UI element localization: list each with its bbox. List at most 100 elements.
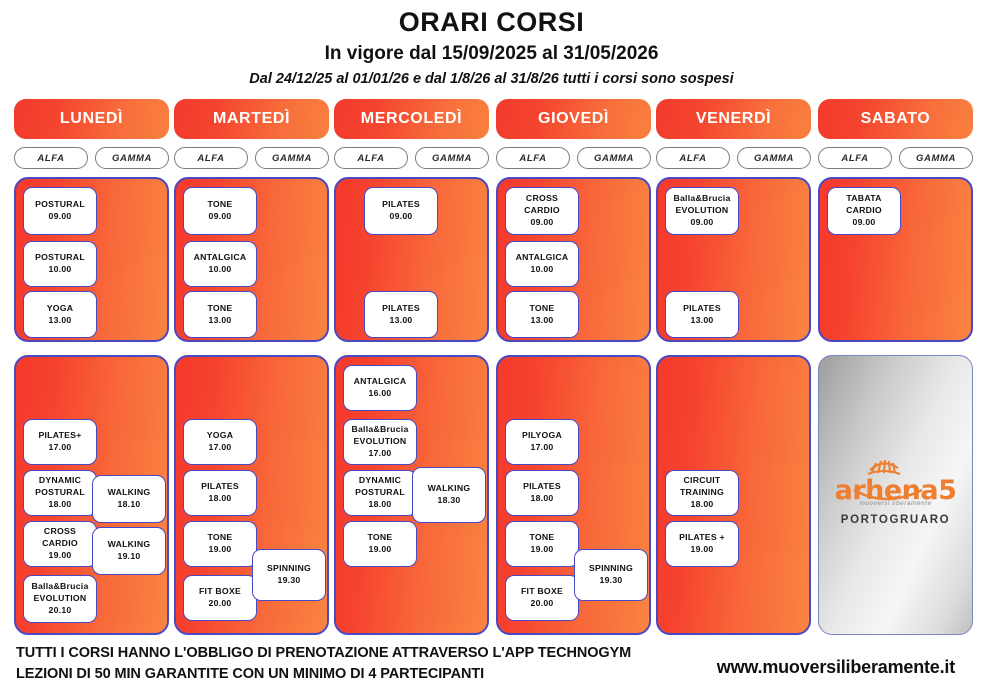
class-name: TABATA CARDIO bbox=[846, 193, 882, 216]
day-header[interactable]: GIOVEDÌ bbox=[496, 99, 651, 139]
class-name: ANTALGICA bbox=[515, 252, 569, 263]
room-tab-gamma[interactable]: GAMMA bbox=[899, 147, 973, 169]
room-tab-gamma[interactable]: GAMMA bbox=[577, 147, 651, 169]
class-name: SPINNING bbox=[589, 563, 633, 574]
class-card[interactable]: PILATES+17.00 bbox=[23, 419, 97, 465]
class-name: PILATES + bbox=[679, 532, 725, 543]
day-header[interactable]: VENERDÌ bbox=[656, 99, 811, 139]
page-header: ORARI CORSI In vigore dal 15/09/2025 al … bbox=[0, 0, 983, 88]
room-tab-alfa[interactable]: ALFA bbox=[14, 147, 88, 169]
room-tab-alfa[interactable]: ALFA bbox=[174, 147, 248, 169]
class-time: 09.00 bbox=[852, 216, 876, 227]
room-tab-gamma[interactable]: GAMMA bbox=[737, 147, 811, 169]
room-tab-alfa[interactable]: ALFA bbox=[496, 147, 570, 169]
validity-period: In vigore dal 15/09/2025 al 31/05/2026 bbox=[324, 43, 659, 65]
arhena-logo-icon bbox=[836, 452, 956, 511]
day-header[interactable]: LUNEDÌ bbox=[14, 99, 169, 139]
class-time: 19.00 bbox=[48, 549, 72, 560]
class-time: 13.00 bbox=[389, 314, 413, 325]
room-tab-alfa[interactable]: ALFA bbox=[818, 147, 892, 169]
class-time: 13.00 bbox=[48, 314, 72, 325]
day-header[interactable]: SABATO bbox=[818, 99, 973, 139]
footer-note-booking: TUTTI I CORSI HANNO L'OBBLIGO DI PRENOTA… bbox=[16, 645, 632, 661]
class-time: 17.00 bbox=[48, 442, 72, 452]
class-time: 19.00 bbox=[368, 544, 392, 554]
class-time: 18.00 bbox=[690, 498, 714, 509]
room-tab-alfa[interactable]: ALFA bbox=[656, 147, 730, 169]
class-name: TONE bbox=[207, 302, 233, 313]
class-card[interactable]: PILATES +19.00 bbox=[665, 521, 739, 567]
day-header[interactable]: MERCOLEDÌ bbox=[334, 99, 489, 139]
class-name: YOGA bbox=[46, 302, 74, 313]
room-tab-gamma[interactable]: GAMMA bbox=[255, 147, 329, 169]
class-time: 13.00 bbox=[208, 314, 232, 325]
class-name: DYNAMIC POSTURAL bbox=[35, 475, 85, 498]
class-time: 10.00 bbox=[208, 264, 232, 274]
class-name: TONE bbox=[529, 302, 555, 313]
class-name: SPINNING bbox=[267, 563, 311, 574]
class-name: PILATES bbox=[382, 302, 420, 313]
class-time: 19.00 bbox=[690, 544, 714, 554]
day-header[interactable]: MARTEDÌ bbox=[174, 99, 329, 139]
class-time: 09.00 bbox=[48, 211, 72, 221]
class-time: 17.00 bbox=[368, 447, 392, 458]
class-name: CROSS CARDIO bbox=[524, 193, 560, 216]
class-time: 17.00 bbox=[208, 442, 232, 452]
room-tab-alfa[interactable]: ALFA bbox=[334, 147, 408, 169]
class-name: PILYOGA bbox=[521, 430, 563, 441]
room-tab-gamma[interactable]: GAMMA bbox=[415, 147, 489, 169]
room-tabs: ALFA GAMMA bbox=[496, 147, 651, 169]
website-link[interactable]: www.muoversiliberamente.it bbox=[716, 657, 955, 677]
room-tab-gamma[interactable]: GAMMA bbox=[95, 147, 169, 169]
class-time: 13.00 bbox=[530, 314, 554, 325]
class-time: 09.00 bbox=[690, 216, 714, 227]
class-name: ANTALGICA bbox=[353, 376, 407, 387]
class-time: 18.00 bbox=[208, 493, 232, 503]
class-name: TONE bbox=[529, 532, 555, 543]
